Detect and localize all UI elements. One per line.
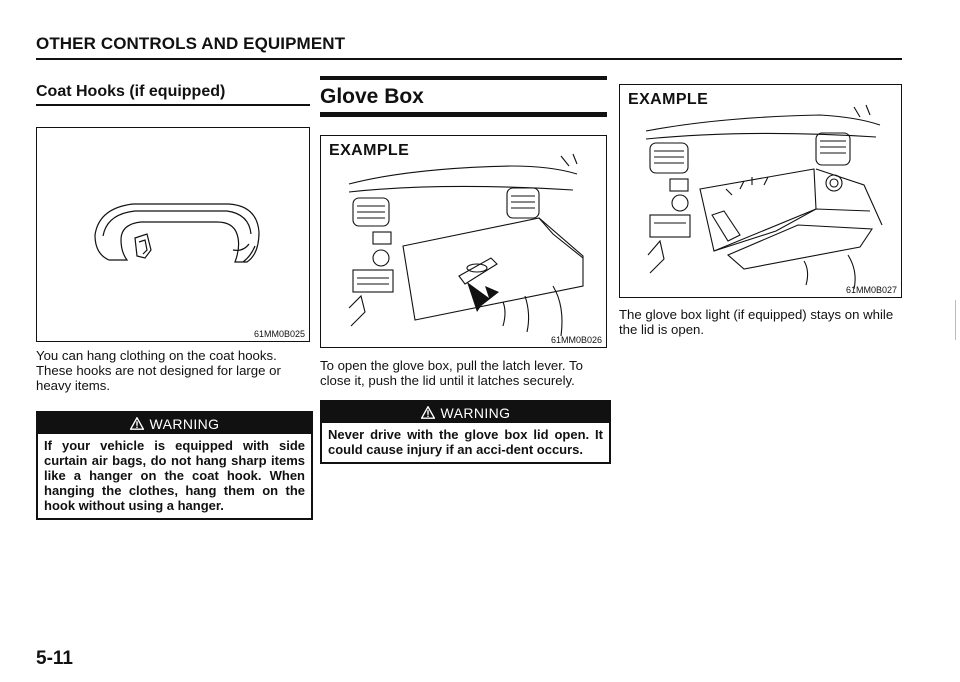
glove-box-figure: EXAMPLE 61MM0B026 <box>320 135 607 348</box>
warning-label: WARNING <box>149 415 220 432</box>
figure-code: 61MM0B026 <box>550 335 602 345</box>
glove-box-section: Glove Box <box>320 76 611 464</box>
glove-box-heading: Glove Box <box>320 85 424 108</box>
heading-bar-bottom <box>320 112 607 117</box>
warning-label: WARNING <box>440 404 511 421</box>
glove-box-light-body: The glove box light (if equipped) stays … <box>619 307 894 337</box>
glove-box-light-figure: EXAMPLE 61MM0B027 <box>619 84 902 298</box>
heading-bar-top <box>320 76 607 80</box>
glove-box-light-section: EXAMPLE 61MM0B027 The glove box light (i… <box>619 76 902 337</box>
coat-hooks-section: Coat Hooks (if equipped) 61MM0B025 You c… <box>36 76 313 520</box>
warning-triangle-icon <box>129 417 144 430</box>
coat-hook-figure: 61MM0B025 <box>36 127 310 342</box>
figure-code: 61MM0B027 <box>845 285 897 295</box>
figure-code: 61MM0B025 <box>253 329 305 339</box>
header-rule <box>36 58 902 60</box>
edge-mark <box>955 300 956 340</box>
glove-box-warning: WARNING Never drive with the glove box l… <box>320 400 611 464</box>
glove-box-body: To open the glove box, pull the latch le… <box>320 358 583 388</box>
coat-hooks-heading: Coat Hooks (if equipped) <box>36 83 310 106</box>
warning-text: If your vehicle is equipped with side cu… <box>44 438 305 513</box>
coat-hook-illustration <box>94 203 260 263</box>
warning-bar: WARNING <box>38 413 311 434</box>
figure-example-label: EXAMPLE <box>329 142 410 159</box>
figure-example-label: EXAMPLE <box>628 91 709 108</box>
coat-hooks-body: You can hang clothing on the coat hooks.… <box>36 348 281 393</box>
warning-text: Never drive with the glove box lid open.… <box>328 427 603 457</box>
coat-hooks-warning: WARNING If your vehicle is equipped with… <box>36 411 313 520</box>
warning-triangle-icon <box>420 406 435 419</box>
page-number: 5-11 <box>36 648 73 669</box>
glove-box-light-illustration <box>645 104 883 290</box>
page-header-title: OTHER CONTROLS AND EQUIPMENT <box>36 34 346 53</box>
glove-box-open-illustration <box>348 153 584 337</box>
warning-bar: WARNING <box>322 402 609 423</box>
